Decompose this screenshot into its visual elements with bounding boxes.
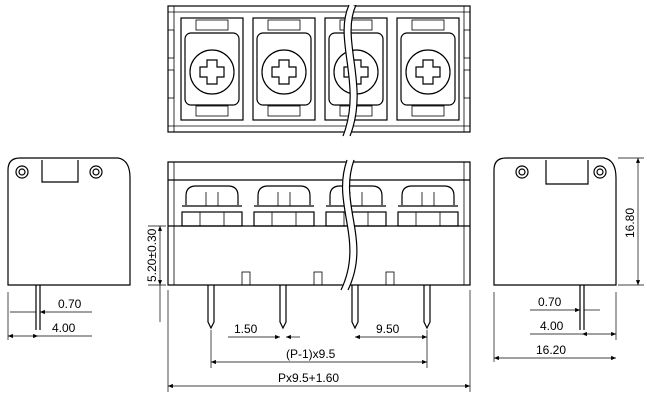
top-screw-cell-4 <box>396 17 460 121</box>
pin <box>351 285 359 330</box>
pin <box>35 285 41 330</box>
dim-pin-offset-left: 4.00 <box>7 292 92 340</box>
pin <box>279 285 287 330</box>
dim-label: 4.00 <box>540 319 564 333</box>
screw-head-icon <box>199 59 225 85</box>
break-line <box>340 159 351 291</box>
top-screw-cell-1 <box>180 17 244 121</box>
dim-height-front: 5.20±0.30 <box>145 225 166 322</box>
top-screw-cell-2 <box>252 17 316 121</box>
dim-pin-gap: 1.50 <box>228 322 300 340</box>
dim-total: Px9.5+1.60 <box>167 290 471 392</box>
front-view <box>167 158 471 330</box>
front-screw-1 <box>181 185 243 227</box>
break-line <box>349 4 358 137</box>
dim-label: 4.00 <box>52 321 76 335</box>
dim-label: (P-1)x9.5 <box>286 347 336 361</box>
pin <box>207 285 215 330</box>
dim-label: 16.80 <box>623 208 637 238</box>
pin <box>423 285 431 330</box>
left-side-view <box>7 157 131 330</box>
dim-pin-width-right: 0.70 <box>530 295 600 313</box>
top-view <box>167 3 471 138</box>
front-screw-3 <box>325 185 387 227</box>
dim-pin-offset-right: 4.00 <box>530 292 617 340</box>
dim-label: 0.70 <box>538 295 562 309</box>
dim-label: 1.50 <box>234 322 258 336</box>
right-side-view <box>493 157 617 330</box>
dim-pitch: 9.50 <box>355 322 427 340</box>
dim-span: (P-1)x9.5 <box>210 330 428 368</box>
screw-head-icon <box>415 59 441 85</box>
front-screw-4 <box>397 185 459 227</box>
screw-head-icon <box>343 59 369 85</box>
dim-depth-right: 16.20 <box>493 292 616 362</box>
dim-height-right: 16.80 <box>618 157 644 286</box>
break-line <box>347 159 358 291</box>
front-screw-2 <box>253 185 315 227</box>
dim-label: 9.50 <box>376 322 400 336</box>
dim-pin-width-left: 0.70 <box>10 297 92 315</box>
dim-label: 16.20 <box>536 343 566 357</box>
pin <box>579 285 585 330</box>
screw-head-icon <box>271 59 297 85</box>
dim-label: Px9.5+1.60 <box>278 371 339 385</box>
dim-label: 0.70 <box>58 297 82 311</box>
dim-label: 5.20±0.30 <box>145 228 159 282</box>
break-line <box>342 4 351 137</box>
